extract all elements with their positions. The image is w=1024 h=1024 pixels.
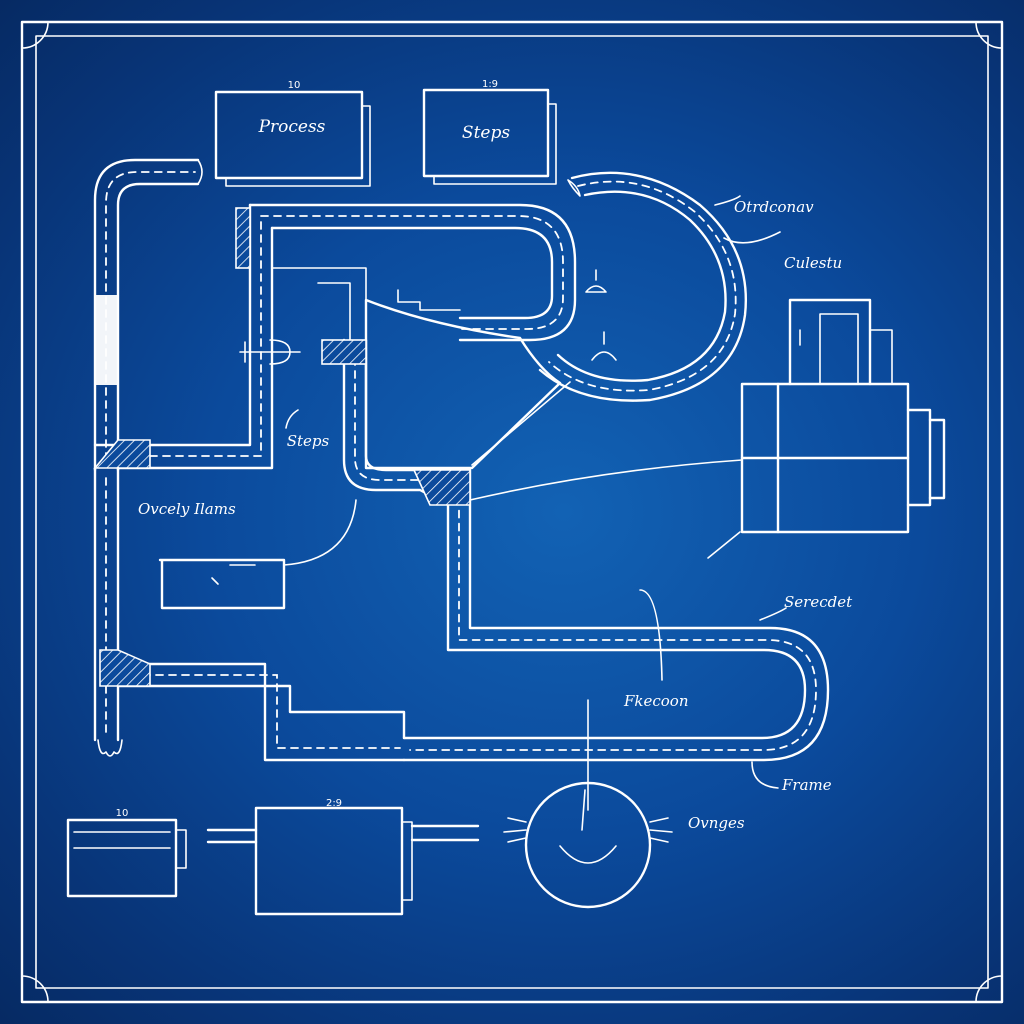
middle-pipe (321, 338, 830, 762)
process-box (214, 90, 371, 187)
center-loop-pipe (93, 203, 577, 470)
label-serecdet: Serecdet (784, 593, 853, 611)
number-bottom-box1: 10 (116, 808, 129, 819)
label-frame: Frame (781, 776, 832, 794)
right-loop-pipe (538, 171, 747, 402)
annotation-leaders (285, 195, 787, 811)
label-culestu: Culestu (784, 254, 842, 272)
label-ovcely-ilams: Ovcely Ilams (138, 500, 236, 518)
number-box2-top: 1:9 (482, 79, 498, 90)
label-ovnges: Ovnges (688, 814, 745, 832)
label-fkecoon: Fkecoon (623, 692, 689, 710)
small-left-box (158, 499, 357, 610)
left-pipe (93, 158, 203, 472)
connector-lines (469, 381, 743, 559)
machine-block (740, 298, 946, 534)
bottom-box-2 (206, 806, 480, 916)
steps-box (422, 88, 557, 185)
border-frame (20, 20, 1004, 1004)
label-otrdconav: Otrdconav (734, 198, 814, 216)
bottom-circle-component (503, 781, 673, 909)
valve-icons (239, 269, 617, 365)
label-steps-mid: Steps (287, 432, 330, 450)
label-process: Process (258, 117, 326, 137)
label-steps-top: Steps (462, 123, 510, 143)
lower-left-pipe (93, 466, 406, 762)
number-bottom-box2: 2:9 (326, 798, 342, 809)
number-box1-top: 10 (288, 80, 301, 91)
bottom-box-1 (66, 818, 187, 898)
